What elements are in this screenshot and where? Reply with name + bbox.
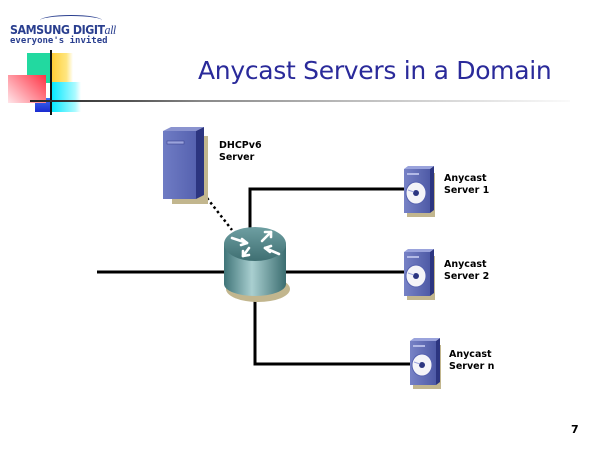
tower-server-icon xyxy=(163,127,208,204)
slide-title: Anycast Servers in a Domain xyxy=(198,56,552,85)
logo-brand-suffix: all xyxy=(104,22,117,37)
link-router-servern xyxy=(253,300,410,366)
anycast-server-1-label: Anycast Server 1 xyxy=(444,173,489,197)
logo-swoosh xyxy=(40,15,102,26)
anycast-server-n-label: Anycast Server n xyxy=(449,349,494,373)
samsung-logo: SAMSUNG DIGITall xyxy=(10,22,116,38)
anycast-server-1-label-line2: Server 1 xyxy=(444,185,490,196)
anycast-server-2-icon xyxy=(404,249,435,300)
anycast-server-n-icon xyxy=(410,338,441,389)
anycast-server-n-label-line2: Server n xyxy=(449,361,495,372)
anycast-server-2-label-line2: Server 2 xyxy=(444,271,490,282)
dhcp-server-label-line2: Server xyxy=(219,152,255,163)
link-router-server1 xyxy=(248,187,405,228)
decor-horizontal-line xyxy=(30,100,200,102)
connection-lines xyxy=(97,187,410,366)
dhcp-server-label-line1: DHCPv6 xyxy=(219,140,262,151)
anycast-server-1-label-line1: Anycast xyxy=(444,173,487,184)
link-dhcp-dotted xyxy=(206,197,233,231)
decor-square-cyan xyxy=(51,82,81,112)
dhcp-server-label: DHCPv6 Server xyxy=(219,140,262,164)
logo-tagline: everyone's invited xyxy=(10,36,108,46)
decor-square-red xyxy=(8,75,46,103)
decor-vertical-line xyxy=(50,50,52,115)
anycast-server-2-label-line1: Anycast xyxy=(444,259,487,270)
decor-square-yellow xyxy=(51,53,73,83)
logo-brand: SAMSUNG DIGIT xyxy=(10,23,105,37)
router-icon xyxy=(224,227,290,302)
anycast-server-2-label: Anycast Server 2 xyxy=(444,259,489,283)
anycast-server-1-icon xyxy=(404,166,435,217)
anycast-server-n-label-line1: Anycast xyxy=(449,349,492,360)
title-rule xyxy=(200,100,570,102)
page-number: 7 xyxy=(571,423,579,436)
